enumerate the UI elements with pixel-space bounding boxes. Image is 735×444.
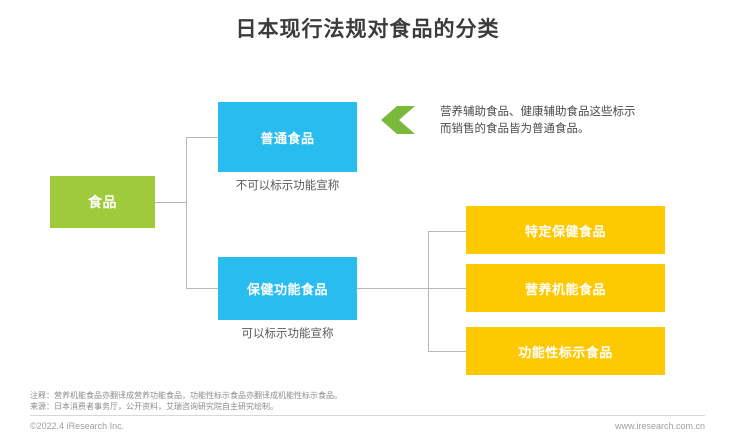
node-yingyang-label: 营养机能食品: [524, 281, 606, 297]
connector-to-putong: [186, 137, 218, 138]
node-gongnengxing-biaoshi-shipin[interactable]: 功能性标示食品: [466, 327, 665, 375]
caption-putong: 不可以标示功能宣称: [235, 180, 340, 192]
node-yingyang-jineng-shipin[interactable]: 营养机能食品: [466, 264, 665, 312]
footer-website[interactable]: www.iresearch.com.cn: [614, 421, 705, 431]
node-baojian-label: 保健功能食品: [246, 282, 328, 297]
connector-level2-trunk: [428, 231, 429, 352]
connector-to-gongnengxing: [428, 351, 466, 352]
node-teding-baojian-shipin[interactable]: 特定保健食品: [466, 206, 665, 254]
connector-baojian-stem: [357, 288, 428, 289]
footer-copyright: ©2022.4 iResearch Inc.: [30, 421, 125, 431]
connector-to-tedingbaojian: [428, 231, 466, 232]
callout-line-2: 而销售的食品皆为普通食品。: [440, 123, 590, 135]
connector-to-baojian: [186, 288, 218, 289]
node-putong-shipin[interactable]: 普通食品: [218, 102, 357, 172]
connector-to-yingyangjineng: [428, 288, 466, 289]
callout-line-1: 营养辅助食品、健康辅助食品这些标示: [440, 106, 636, 118]
node-baojian-gongneng-shipin[interactable]: 保健功能食品: [218, 257, 357, 320]
footer-notes: 注释：营养机能食品亦翻译成营养功能食品，功能性标示食品亦翻译成机能性标示食品。 …: [30, 390, 342, 412]
node-gongnengxing-label: 功能性标示食品: [518, 344, 613, 360]
page-title: 日本现行法规对食品的分类: [235, 18, 500, 41]
footnote-source: 来源：日本消费者事务厅，公开资料，艾瑞咨询研究院自主研究绘制。: [30, 402, 278, 411]
footnote-note: 注释：营养机能食品亦翻译成营养功能食品，功能性标示食品亦翻译成机能性标示食品。: [30, 391, 342, 400]
caption-baojian: 可以标示功能宣称: [241, 328, 334, 340]
connector-level1-trunk: [186, 137, 187, 288]
node-root-label: 食品: [88, 194, 117, 210]
footer-divider: [30, 415, 705, 416]
connector-root-stem: [155, 202, 186, 203]
callout-text: 营养辅助食品、健康辅助食品这些标示 而销售的食品皆为普通食品。: [440, 104, 690, 138]
arrow-left-icon: [381, 106, 415, 134]
node-teding-label: 特定保健食品: [524, 223, 606, 239]
node-root-shipin[interactable]: 食品: [50, 176, 155, 228]
node-putong-label: 普通食品: [260, 130, 315, 146]
